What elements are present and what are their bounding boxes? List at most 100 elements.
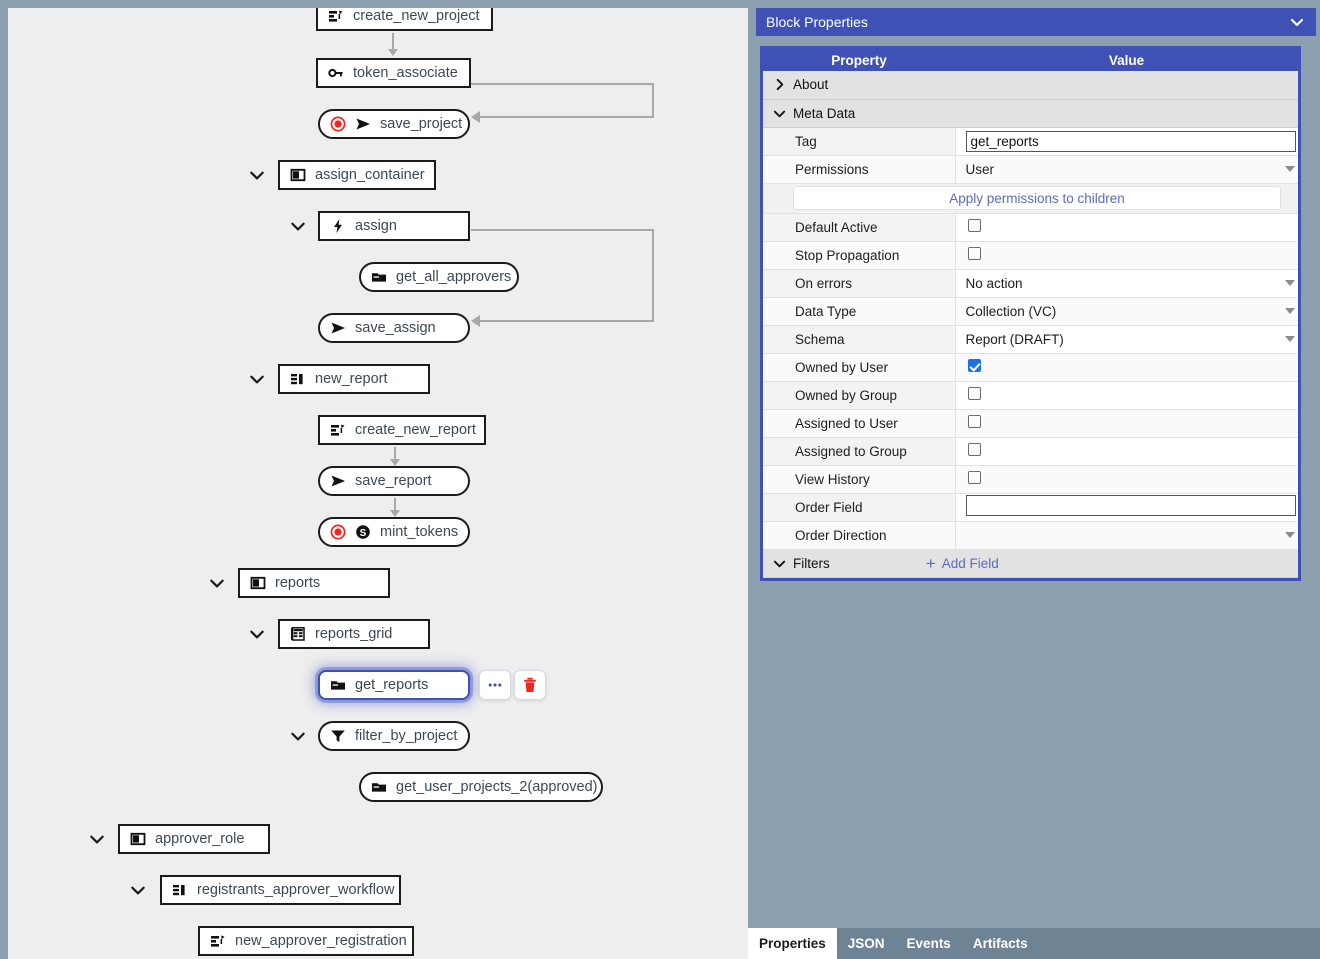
- document-icon: [371, 269, 387, 285]
- chevron-down-icon[interactable]: [1288, 13, 1306, 31]
- chevron-down-icon[interactable]: [248, 625, 266, 643]
- connector-arrowhead: [388, 49, 398, 56]
- node-create_new_report[interactable]: create_new_report: [318, 415, 486, 445]
- apply-permissions-to-children-button[interactable]: Apply permissions to children: [793, 186, 1281, 210]
- send-icon: [330, 320, 346, 336]
- input-tag[interactable]: get_reports: [965, 130, 1296, 152]
- caret-down-icon[interactable]: [1284, 336, 1295, 342]
- select-data-type[interactable]: Collection (VC): [966, 304, 1299, 319]
- select-order-direction[interactable]: [966, 532, 1299, 538]
- chevron-down-icon[interactable]: [129, 881, 147, 899]
- chevron-down-icon[interactable]: [248, 370, 266, 388]
- steps-icon: [172, 882, 188, 898]
- record-icon: [330, 116, 346, 132]
- chevron-down-icon[interactable]: [289, 727, 307, 745]
- caret-down-icon[interactable]: [1284, 532, 1295, 538]
- node-get_all_approvers[interactable]: get_all_approvers: [359, 262, 519, 292]
- node-save_report[interactable]: save_report: [318, 466, 470, 496]
- chevron-down-icon[interactable]: [769, 106, 789, 121]
- caret-down-icon[interactable]: [1284, 280, 1295, 286]
- property-value-cell: [955, 353, 1298, 382]
- property-value-cell: [955, 213, 1298, 242]
- node-filter_by_project[interactable]: filter_by_project: [318, 721, 470, 751]
- tab-label: Properties: [759, 936, 826, 951]
- workflow-canvas[interactable]: create_new_project token_associate save_pr…: [8, 8, 748, 959]
- property-row: View History: [763, 465, 1298, 494]
- input-order-field[interactable]: [965, 495, 1296, 516]
- tab-label: JSON: [847, 936, 885, 951]
- chevron-down-icon[interactable]: [248, 166, 266, 184]
- tab-json[interactable]: JSON: [837, 928, 896, 959]
- node-label: get_reports: [355, 676, 429, 693]
- node-save_assign[interactable]: save_assign: [318, 313, 470, 343]
- chevron-down-icon[interactable]: [208, 574, 226, 592]
- tab-events[interactable]: Events: [896, 928, 962, 959]
- property-value-cell: User: [955, 155, 1299, 184]
- node-get_user_projects_2[interactable]: get_user_projects_2(approved): [359, 772, 603, 802]
- property-group-filters[interactable]: Filters+Add Field: [763, 549, 1298, 578]
- panel-title: Block Properties: [766, 14, 868, 30]
- steps-icon: [290, 371, 306, 387]
- property-group-about[interactable]: About: [763, 71, 1298, 100]
- chevron-right-icon[interactable]: [769, 77, 789, 92]
- property-group-meta_data[interactable]: Meta Data: [763, 99, 1298, 128]
- connector-line: [392, 33, 394, 49]
- node-reports_grid[interactable]: reports_grid: [278, 619, 430, 649]
- checkbox-owned-by-user[interactable]: [967, 359, 981, 372]
- send-icon: [355, 116, 371, 132]
- select-schema[interactable]: Report (DRAFT): [966, 332, 1299, 347]
- add-field-button[interactable]: +Add Field: [926, 555, 999, 572]
- node-delete-button[interactable]: [514, 670, 546, 700]
- tab-artifacts[interactable]: Artifacts: [962, 928, 1039, 959]
- property-row: Owned by Group: [763, 381, 1298, 410]
- checkbox-assigned-to-user[interactable]: [967, 415, 981, 428]
- chevron-down-icon[interactable]: [289, 217, 307, 235]
- property-name: Stop Propagation: [763, 241, 956, 270]
- checkbox-view-history[interactable]: [967, 471, 981, 484]
- property-row: Order Field: [763, 493, 1298, 522]
- add-field-label: Add Field: [941, 555, 999, 571]
- property-row: Stop Propagation: [763, 241, 1298, 270]
- node-label: reports: [275, 574, 321, 591]
- node-label: assign_container: [315, 166, 425, 183]
- checkbox-owned-by-group[interactable]: [967, 387, 981, 400]
- node-registrants_approver_workflow[interactable]: registrants_approver_workflow: [160, 875, 401, 905]
- panel-header[interactable]: Block Properties: [756, 8, 1316, 36]
- chevron-down-icon[interactable]: [88, 830, 106, 848]
- property-value-cell: [955, 465, 1298, 494]
- node-create_new_project[interactable]: create_new_project: [316, 8, 493, 31]
- caret-down-icon[interactable]: [1284, 166, 1295, 172]
- node-approver_role[interactable]: approver_role: [118, 824, 270, 854]
- node-assign_container[interactable]: assign_container: [278, 160, 436, 190]
- node-reports[interactable]: reports: [238, 568, 390, 598]
- tab-label: Events: [906, 936, 951, 951]
- caret-down-icon[interactable]: [1284, 308, 1295, 314]
- coin-icon: S: [355, 524, 371, 540]
- node-get_reports[interactable]: get_reports: [318, 670, 470, 700]
- select-permissions[interactable]: User: [966, 162, 1299, 177]
- property-name: Default Active: [763, 213, 956, 242]
- tab-properties[interactable]: Properties: [748, 928, 837, 959]
- column-header-property: Property: [763, 49, 955, 71]
- node-label: filter_by_project: [355, 727, 458, 744]
- chevron-down-icon[interactable]: [769, 556, 789, 571]
- node-token_associate[interactable]: token_associate: [316, 58, 471, 88]
- node-more-button[interactable]: [479, 670, 511, 700]
- node-label: registrants_approver_workflow: [197, 881, 395, 898]
- node-assign[interactable]: assign: [318, 211, 470, 241]
- node-new_approver_registration[interactable]: new_approver_registration: [198, 926, 414, 956]
- checkbox-default-active[interactable]: [967, 219, 981, 232]
- checkbox-assigned-to-group[interactable]: [967, 443, 981, 456]
- node-save_project[interactable]: save_project: [318, 109, 470, 139]
- checkbox-stop-propagation[interactable]: [967, 247, 981, 260]
- trash-icon: [522, 677, 538, 693]
- select-on-errors[interactable]: No action: [966, 276, 1299, 291]
- bottom-tab-bar: Properties JSON Events Artifacts: [748, 928, 1320, 959]
- property-name: Schema: [763, 325, 956, 354]
- node-new_report[interactable]: new_report: [278, 364, 430, 394]
